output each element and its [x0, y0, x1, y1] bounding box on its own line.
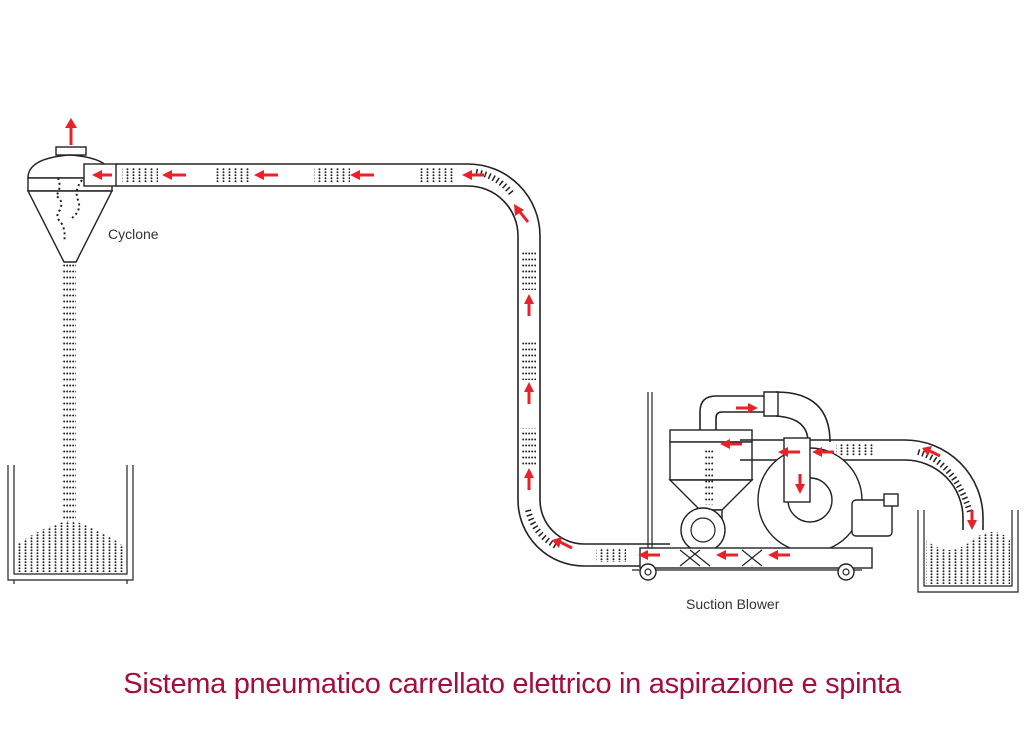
receiving-bin-left: [7, 465, 134, 584]
receiving-bin-right: [917, 510, 1019, 593]
flow-arrow-icon: [768, 550, 790, 560]
cyclone: [26, 146, 117, 522]
cyclone-swirl: [54, 177, 66, 243]
conveying-pipeline: [116, 163, 670, 567]
suction-blower: [632, 391, 905, 581]
falling-material: [62, 262, 76, 522]
flow-arrow-icon: [778, 447, 800, 457]
flow-arrows: [65, 118, 977, 560]
flow-arrow-icon: [736, 403, 758, 413]
flow-arrow-icon: [638, 550, 660, 560]
flow-arrow-icon: [716, 550, 738, 560]
flow-arrow-icon: [514, 204, 530, 223]
cyclone-cone: [26, 190, 114, 263]
flow-arrow-icon: [967, 510, 977, 530]
cyclone-top-cap: [55, 146, 87, 156]
flow-arrow-icon: [462, 170, 484, 180]
flow-arrow-icon: [795, 474, 805, 494]
flow-arrow-icon: [65, 118, 77, 145]
flow-arrow-icon: [922, 446, 941, 458]
discharge-pipe-right: [904, 439, 984, 530]
flow-arrow-icon: [162, 170, 186, 180]
flow-arrow-icon: [92, 170, 112, 180]
flow-arrow-icon: [524, 294, 534, 316]
flow-arrow-icon: [524, 468, 534, 490]
flow-arrow-icon: [552, 537, 573, 550]
flow-arrow-icon: [524, 382, 534, 404]
material-pile-right: [926, 532, 1010, 584]
flow-arrow-icon: [350, 170, 374, 180]
flow-arrow-icon: [720, 439, 742, 449]
diagram-caption: Sistema pneumatico carrellato elettrico …: [123, 668, 901, 700]
suction-blower-label: Suction Blower: [686, 596, 780, 612]
flow-arrow-icon: [812, 447, 834, 457]
cyclone-label: Cyclone: [108, 226, 159, 242]
material-pile-left: [16, 520, 126, 572]
flow-arrow-icon: [254, 170, 278, 180]
